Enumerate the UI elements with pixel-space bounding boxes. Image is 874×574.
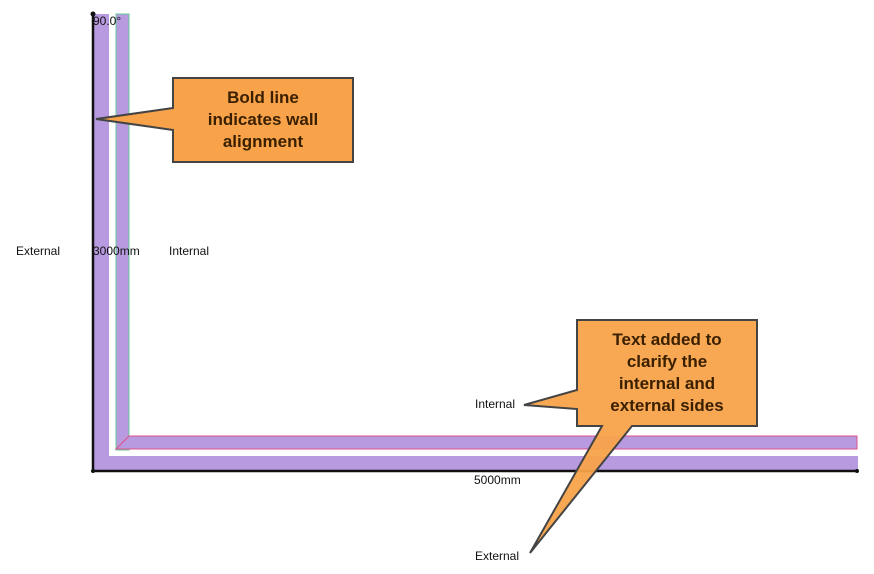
- vertical-wall-inner[interactable]: [115, 13, 130, 451]
- alignment-callout-box: [95, 77, 354, 163]
- alignment-end-dot: [855, 469, 859, 473]
- vertical-dimension-label: 3000mm: [93, 244, 140, 258]
- sides-callout-text: Text added to clarify the internal and e…: [610, 330, 724, 415]
- horizontal-external-label: External: [475, 549, 520, 563]
- horizontal-wall-inner[interactable]: [114, 435, 858, 450]
- sides-callout-box: [523, 319, 758, 554]
- vertical-wall-outer[interactable]: [93, 14, 109, 471]
- vertical-internal-label: Internal: [169, 244, 210, 258]
- horizontal-internal-label: Internal: [475, 397, 516, 411]
- alignment-start-dot: [90, 11, 96, 17]
- alignment-corner-dot: [91, 469, 95, 473]
- alignment-callout-text: Bold line indicates wall alignment: [207, 88, 319, 151]
- vertical-external-label: External: [16, 244, 61, 258]
- horizontal-dimension-label: 5000mm: [474, 473, 521, 487]
- vertical-wall-gap: [109, 14, 116, 450]
- angle-label: 90.0°: [93, 14, 122, 28]
- horizontal-wall-outer[interactable]: [93, 456, 858, 471]
